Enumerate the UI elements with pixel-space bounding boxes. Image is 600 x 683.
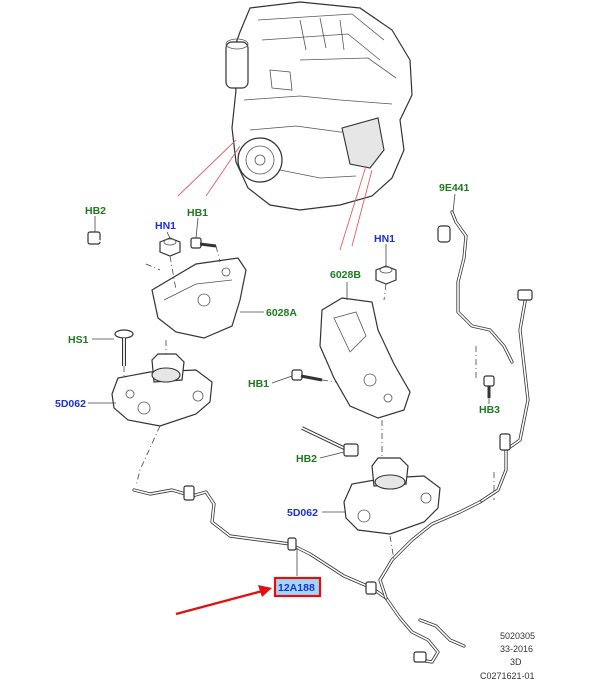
label-hb1-top[interactable]: HB1 [187,207,208,219]
leader-lines [88,193,490,576]
info-line-2: 33-2016 [500,644,533,654]
red-arrow-pointer [175,585,272,616]
engine-mount-left-drawing [111,353,213,427]
bolt-hb2-right [301,426,359,457]
label-hn1-right[interactable]: HN1 [374,233,395,245]
label-hn1-left[interactable]: HN1 [155,220,176,232]
vacuum-line-9e441-drawing [437,210,533,504]
pipe-assembly-12a188-drawing [132,485,482,664]
label-hb1-mid[interactable]: HB1 [248,378,269,390]
label-12a188[interactable]: 12A188 [278,582,315,594]
info-line-4: C0271621-01 [480,671,535,681]
bolt-hb1-mid [291,369,323,382]
bracket-6028b-drawing [319,297,411,419]
label-6028b[interactable]: 6028B [330,269,361,281]
label-5d062-left[interactable]: 5D062 [55,398,86,410]
nut-hn1-left [159,237,181,257]
engine-mount-right-drawing [343,457,441,535]
label-5d062-right[interactable]: 5D062 [287,507,318,519]
label-hs1[interactable]: HS1 [68,334,89,346]
label-9e441[interactable]: 9E441 [439,182,470,194]
bolt-hb2-left [87,231,147,265]
label-hb3[interactable]: HB3 [479,404,500,416]
label-6028a[interactable]: 6028A [266,307,297,319]
info-line-3: 3D [510,657,522,667]
part-highlight-box [273,576,322,598]
bracket-6028a-drawing [151,257,247,339]
engine-block-drawing [225,1,413,211]
engine-mount-pointers [177,139,373,251]
label-hb2-top[interactable]: HB2 [85,205,106,217]
info-line-1: 5020305 [500,631,535,641]
nut-hn1-right [375,265,397,285]
stud-hs1 [114,329,134,366]
bolt-hb3 [483,375,495,398]
label-hb2-bottom[interactable]: HB2 [296,453,317,465]
bolt-hb1-left [190,237,217,249]
